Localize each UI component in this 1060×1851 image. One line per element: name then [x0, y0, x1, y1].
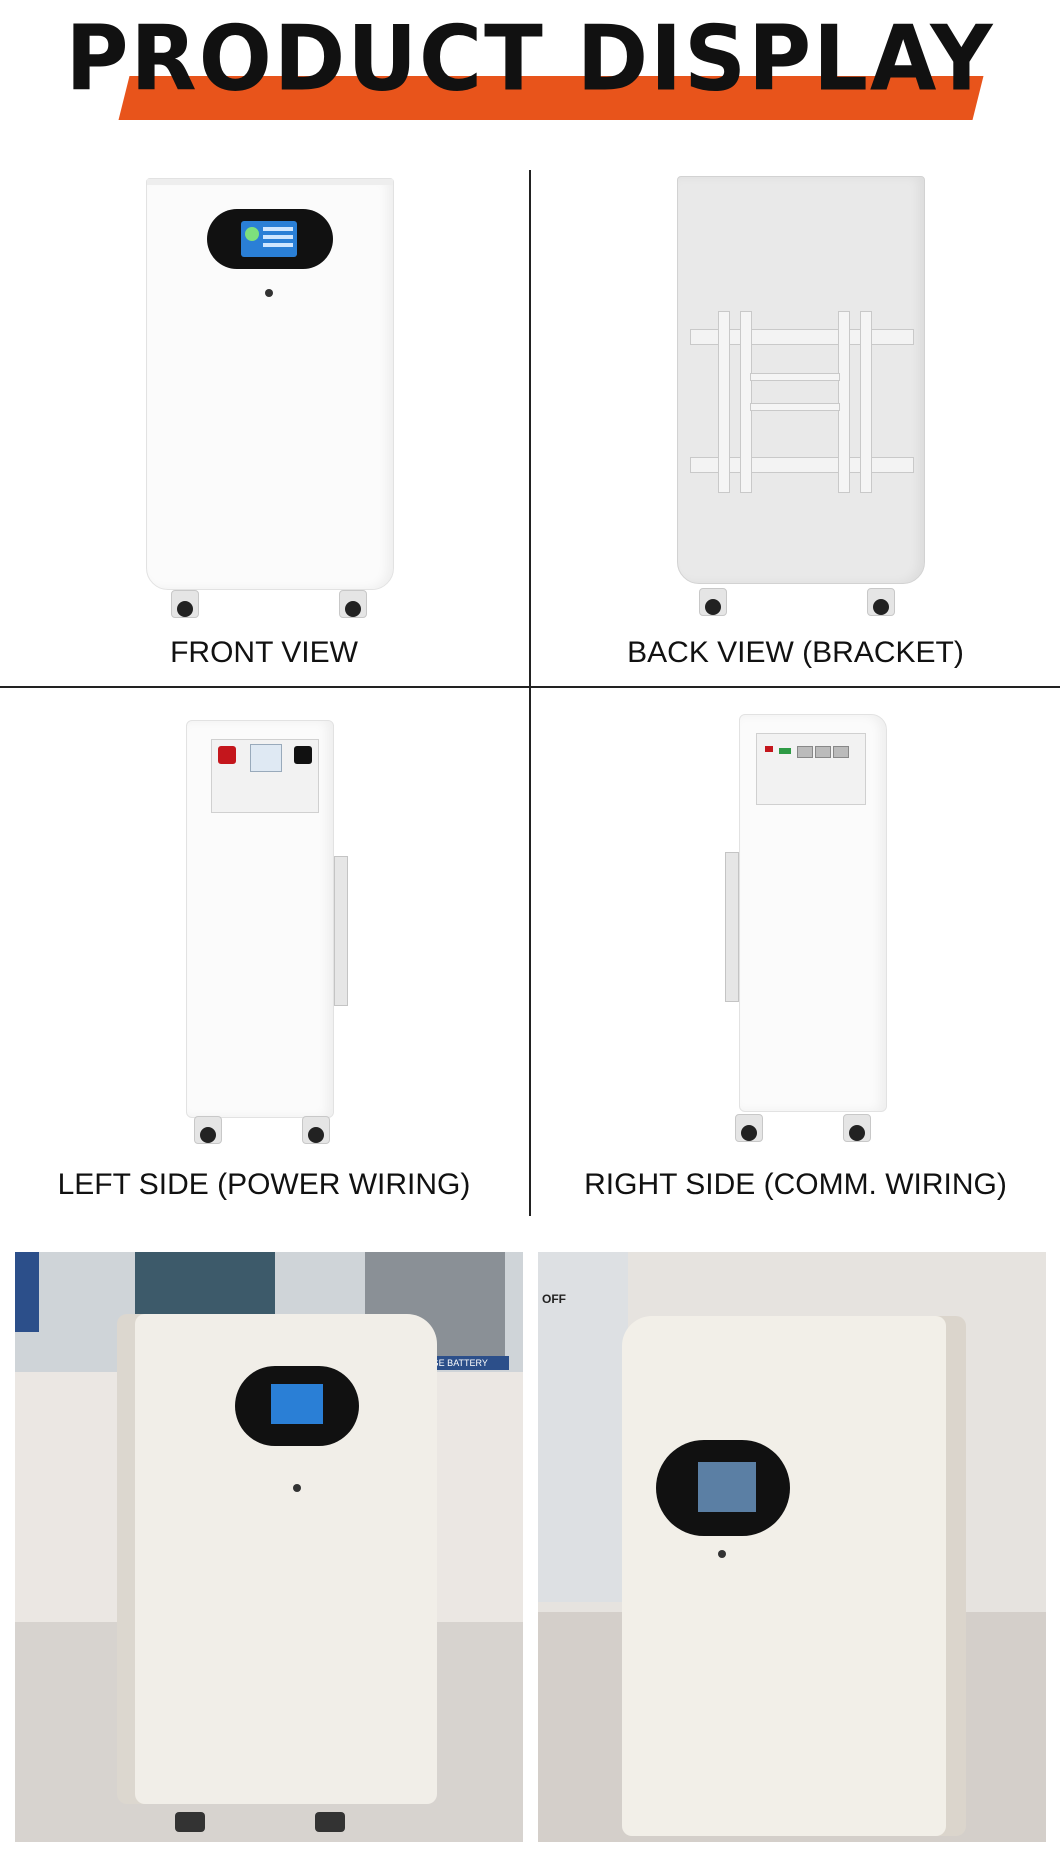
- display-bezel: [656, 1440, 790, 1536]
- wheel-icon: [339, 590, 367, 618]
- display-bezel: [235, 1366, 359, 1446]
- wheel-icon: [867, 588, 895, 616]
- grid-divider-vertical: [529, 170, 531, 1216]
- cabinet-right-side: [739, 714, 887, 1112]
- wheel-icon: [843, 1114, 871, 1142]
- cabinet-front: [146, 178, 394, 590]
- cabinet-photo-left: [135, 1314, 437, 1804]
- view-caption: LEFT SIDE (POWER WIRING): [57, 1168, 471, 1201]
- rj45-port-icon: [815, 746, 831, 758]
- wheel-icon: [171, 590, 199, 618]
- power-button-icon: [265, 289, 273, 297]
- view-caption: BACK VIEW (BRACKET): [627, 636, 964, 669]
- view-caption: FRONT VIEW: [170, 636, 358, 669]
- display-bezel: [207, 209, 333, 269]
- lcd-screen-icon: [241, 221, 297, 257]
- cabinet-photo-right: [622, 1316, 946, 1836]
- wheel-icon: [699, 588, 727, 616]
- wheel-icon: [302, 1116, 330, 1144]
- back-view-panel: BACK VIEW (BRACKET): [531, 170, 1060, 685]
- grid-divider-horizontal: [0, 686, 1060, 688]
- left-side-panel: LEFT SIDE (POWER WIRING): [0, 688, 528, 1216]
- wheel-icon: [735, 1114, 763, 1142]
- front-view-panel: FRONT VIEW: [0, 170, 528, 685]
- wheel-icon: [194, 1116, 222, 1144]
- power-terminal-bay: [211, 739, 319, 813]
- power-button-icon: [718, 1550, 726, 1558]
- sticker-text: OFF: [542, 1292, 566, 1306]
- cabinet-back: [677, 176, 925, 584]
- showroom-photo-right: OFF: [538, 1252, 1046, 1842]
- right-side-panel: RIGHT SIDE (COMM. WIRING): [531, 688, 1060, 1216]
- negative-terminal-icon: [294, 746, 312, 764]
- lcd-screen-icon: [271, 1384, 323, 1424]
- lcd-screen-icon: [698, 1462, 756, 1512]
- showroom-photo-left: FL RGY STORAGE BATTERY: [15, 1252, 523, 1842]
- breaker-icon: [250, 744, 282, 772]
- view-caption: RIGHT SIDE (COMM. WIRING): [584, 1168, 1007, 1201]
- page-title: PRODUCT DISPLAY: [65, 6, 995, 112]
- terminal-block-icon: [779, 748, 791, 754]
- rj45-port-icon: [833, 746, 849, 758]
- rj45-port-icon: [797, 746, 813, 758]
- side-bracket: [334, 856, 348, 1006]
- power-button-icon: [293, 1484, 301, 1492]
- positive-terminal-icon: [218, 746, 236, 764]
- comm-port-bay: [756, 733, 866, 805]
- cabinet-left-side: [186, 720, 334, 1118]
- side-bracket: [725, 852, 739, 1002]
